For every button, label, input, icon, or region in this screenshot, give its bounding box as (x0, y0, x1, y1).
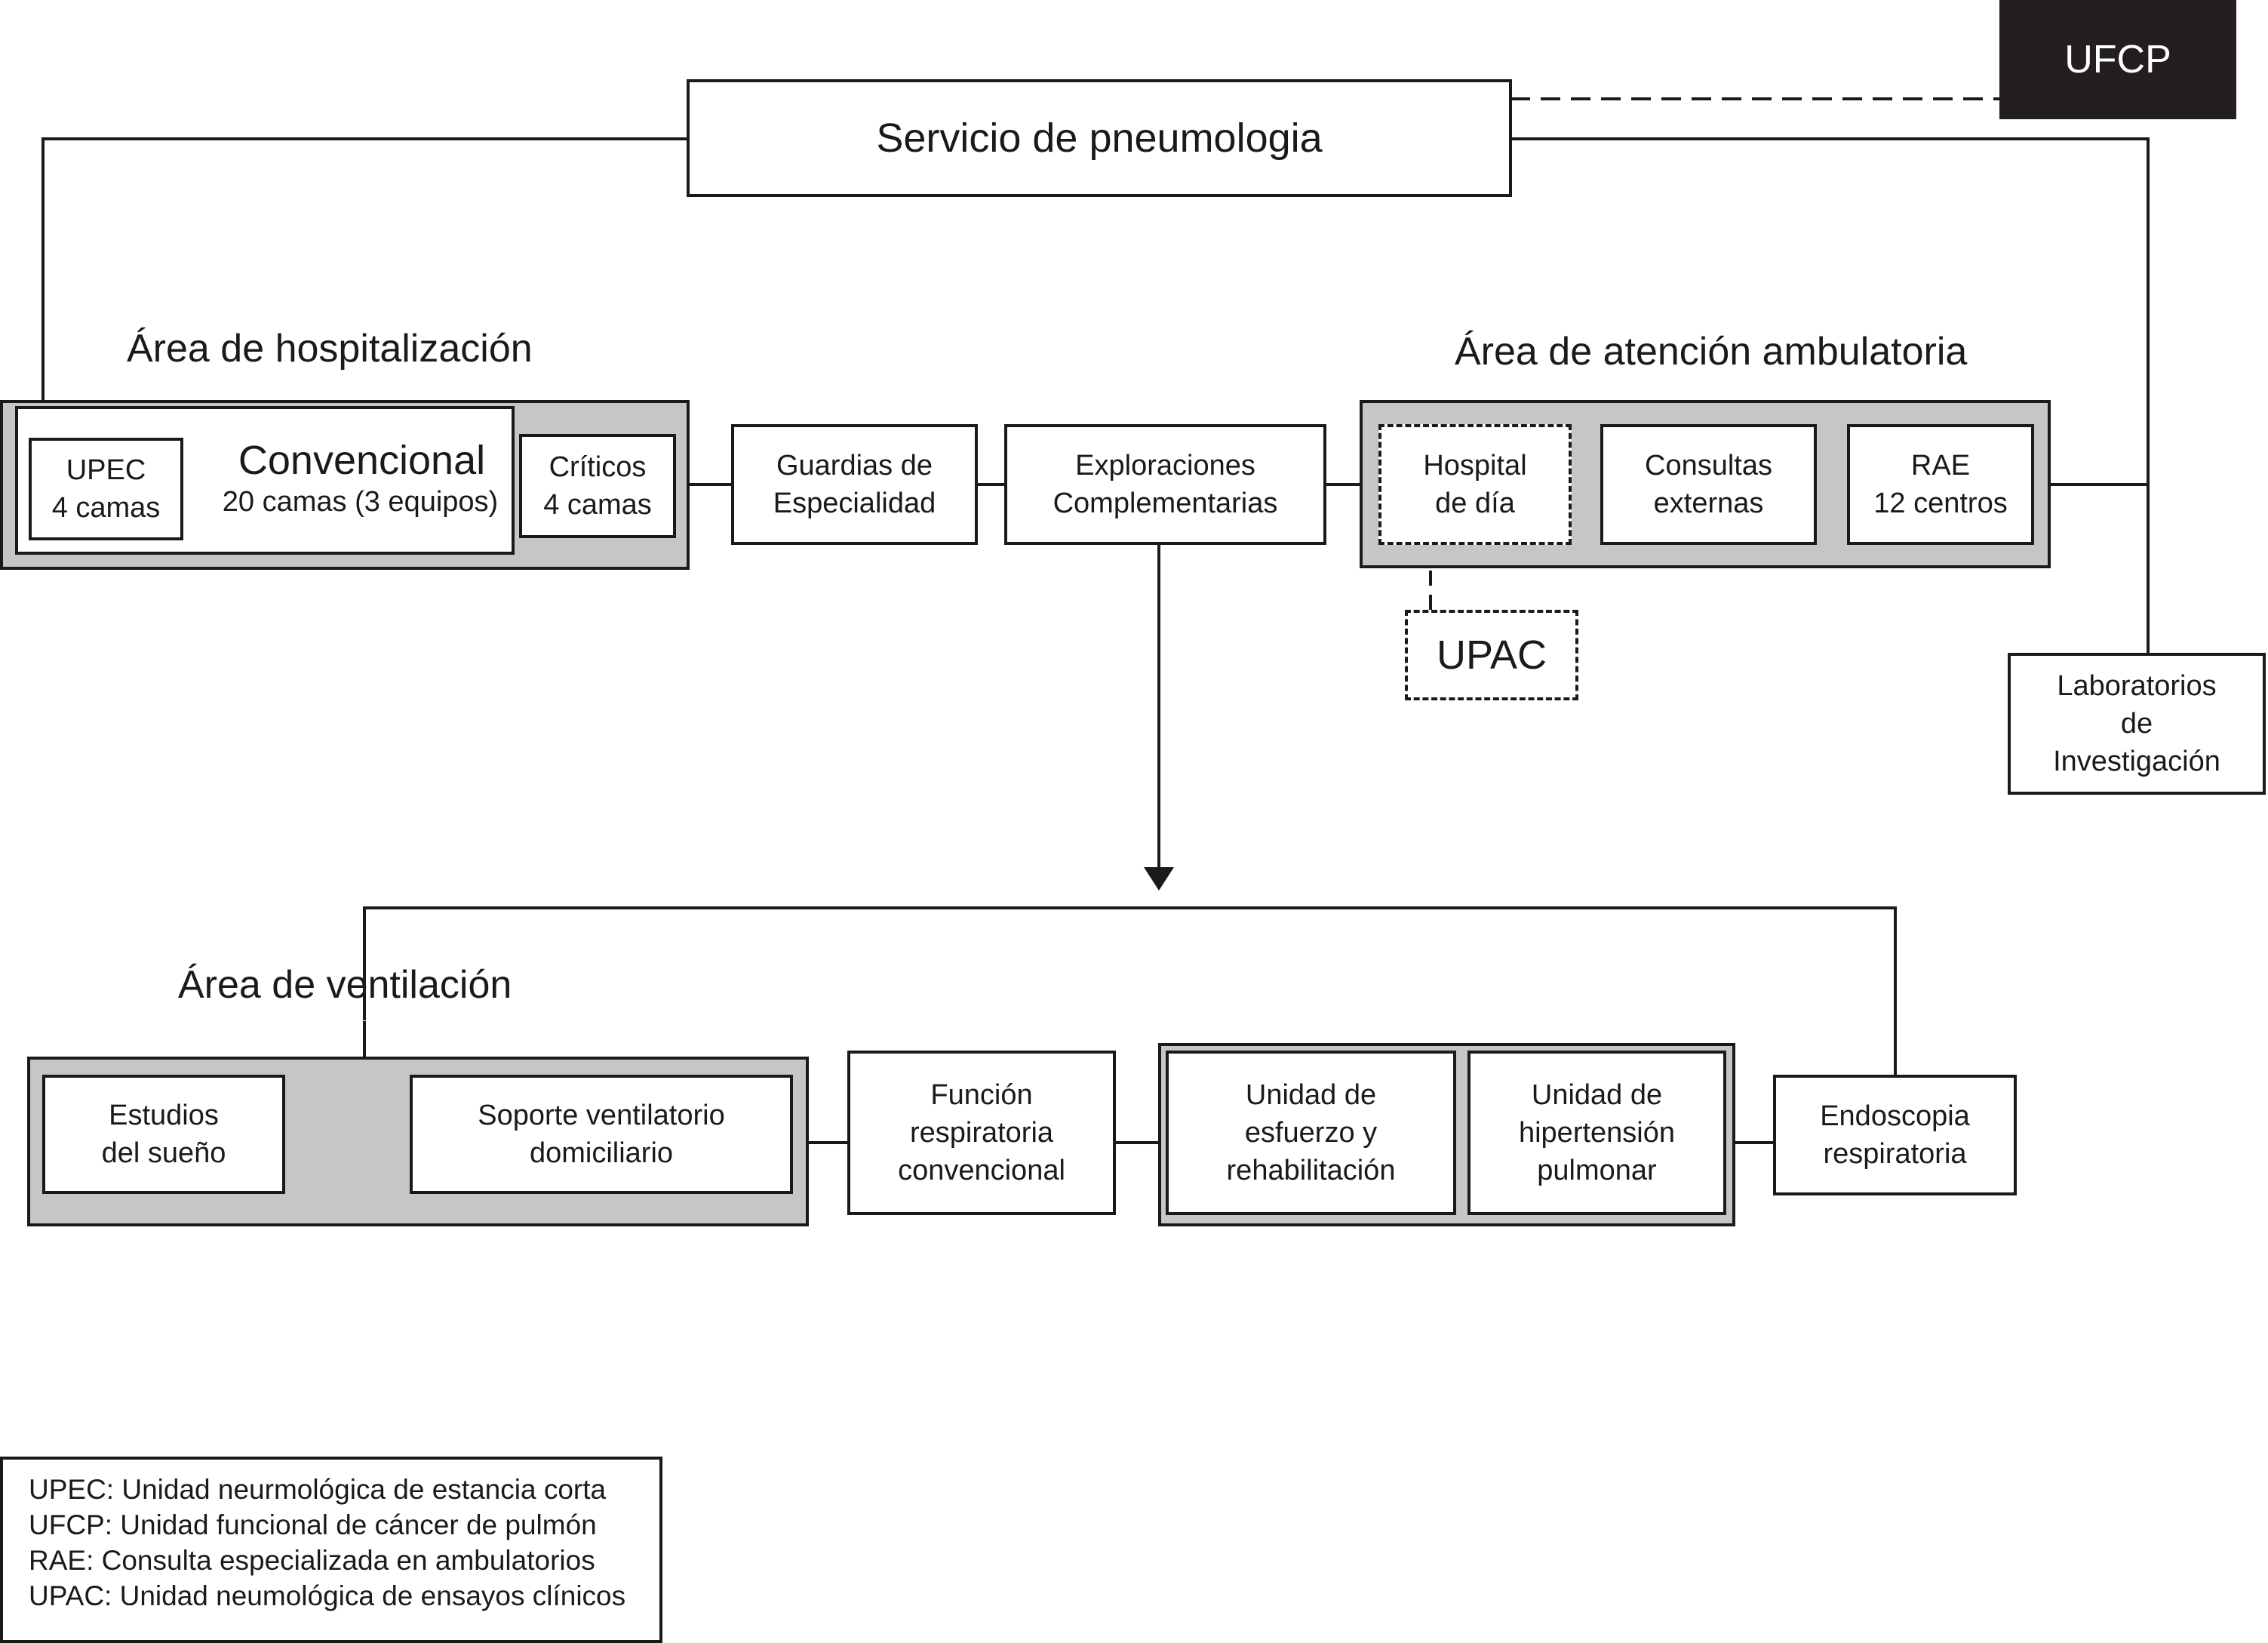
rae-line-1: RAE (1910, 450, 1971, 482)
servicio-label: Servicio de pneumologia (876, 115, 1323, 161)
criticos-line-1: Críticos (549, 451, 647, 483)
consultas-box: Consultas externas (1600, 424, 1817, 545)
hospital-dia-line-1: Hospital (1423, 450, 1527, 482)
exploraciones-line-1: Exploraciones (1075, 450, 1255, 482)
convencional-title: Convencional (238, 438, 486, 483)
hipertension-box: Unidad de hipertensión pulmonar (1467, 1051, 1726, 1215)
upec-line-2: 4 camas (51, 492, 161, 524)
guardias-line-2: Especialidad (773, 488, 936, 519)
laboratorios-line-2: de (2120, 708, 2153, 740)
upec-box: UPEC 4 camas (29, 438, 183, 540)
connector-hospitalizacion (41, 137, 688, 402)
hospitalizacion-title: Área de hospitalización (127, 327, 533, 371)
soporte-line-1: Soporte ventilatorio (478, 1100, 725, 1131)
exploraciones-box: Exploraciones Complementarias (1004, 424, 1326, 545)
ambulatoria-title: Área de atención ambulatoria (1455, 330, 1968, 374)
consultas-line-1: Consultas (1645, 450, 1772, 482)
consultas-line-2: externas (1653, 488, 1764, 519)
funcion-line-3: convencional (898, 1155, 1065, 1186)
connector-laboratorios (1510, 137, 2150, 653)
endoscopia-line-2: respiratoria (1823, 1138, 1967, 1170)
arrow-head (1144, 867, 1174, 891)
esfuerzo-line-3: rehabilitación (1226, 1155, 1396, 1186)
ufcp-label: UFCP (2064, 38, 2171, 82)
soporte-line-2: domiciliario (529, 1137, 674, 1169)
legend-box: UPEC: Unidad neurmológica de estancia co… (0, 1457, 662, 1643)
esfuerzo-line-2: esfuerzo y (1244, 1117, 1378, 1149)
funcion-line-2: respiratoria (909, 1117, 1054, 1149)
endoscopia-line-1: Endoscopia (1820, 1100, 1970, 1132)
hospital-dia-line-2: de día (1435, 488, 1515, 519)
esfuerzo-box: Unidad de esfuerzo y rehabilitación (1166, 1051, 1456, 1215)
criticos-line-2: 4 camas (543, 489, 652, 521)
rae-line-2: 12 centros (1873, 488, 2008, 519)
estudios-line-2: del sueño (101, 1137, 226, 1169)
legend-item: UFCP: Unidad funcional de cáncer de pulm… (29, 1509, 597, 1540)
estudios-line-1: Estudios (109, 1100, 219, 1131)
upec-line-1: UPEC (66, 454, 146, 486)
estudios-box: Estudios del sueño (42, 1075, 285, 1194)
convencional-detail: 20 camas (3 equipos) (222, 486, 499, 518)
hospital-dia-box: Hospital de día (1378, 424, 1572, 545)
endoscopia-box: Endoscopia respiratoria (1773, 1075, 2017, 1195)
legend-item: UPAC: Unidad neumológica de ensayos clín… (29, 1580, 626, 1611)
ufcp-box: UFCP (1999, 0, 2236, 119)
laboratorios-line-1: Laboratorios (2057, 670, 2217, 702)
criticos-box: Críticos 4 camas (519, 434, 676, 538)
legend-item: UPEC: Unidad neurmológica de estancia co… (29, 1474, 607, 1505)
guardias-box: Guardias de Especialidad (731, 424, 978, 545)
hipertension-line-1: Unidad de (1531, 1079, 1663, 1111)
upac-label: UPAC (1436, 632, 1547, 678)
soporte-box: Soporte ventilatorio domiciliario (410, 1075, 793, 1194)
guardias-line-1: Guardias de (776, 450, 933, 482)
hipertension-line-3: pulmonar (1537, 1155, 1657, 1186)
funcion-box: Función respiratoria convencional (847, 1051, 1116, 1215)
connector-ventilacion-bus (363, 906, 1897, 1076)
esfuerzo-line-1: Unidad de (1245, 1079, 1377, 1111)
rae-box: RAE 12 centros (1847, 424, 2034, 545)
exploraciones-line-2: Complementarias (1053, 488, 1278, 519)
upac-box: UPAC (1405, 610, 1578, 700)
servicio-box: Servicio de pneumologia (687, 79, 1512, 197)
laboratorios-line-3: Investigación (2053, 746, 2220, 777)
legend-item: RAE: Consulta especializada en ambulator… (29, 1545, 595, 1576)
ventilacion-title: Área de ventilación (178, 963, 512, 1007)
hipertension-line-2: hipertensión (1518, 1117, 1676, 1149)
laboratorios-box: Laboratorios de Investigación (2008, 653, 2266, 795)
funcion-line-1: Función (930, 1079, 1033, 1111)
